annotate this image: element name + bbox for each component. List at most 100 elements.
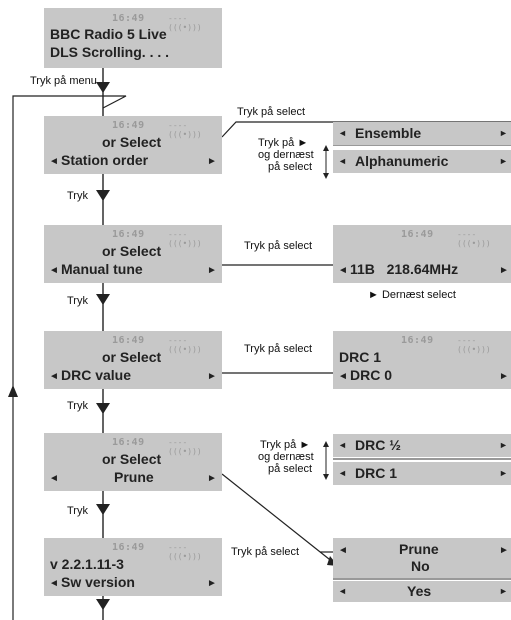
lcd-line-1: Prune [399, 541, 439, 557]
signal-icon: ---- (((•))) [168, 230, 202, 248]
down-arrow-icon [96, 190, 110, 201]
lcd-screen-manual-tune: 16:49 ---- (((•))) or Select ◄ Manual tu… [44, 225, 222, 283]
lcd-line-2: No [411, 558, 430, 574]
right-arrow-icon: ► [499, 586, 508, 596]
left-arrow-icon: ◄ [338, 545, 348, 556]
signal-icon: ---- (((•))) [168, 14, 202, 32]
option-label: Yes [407, 583, 432, 599]
left-arrow-icon: ◄ [338, 440, 347, 450]
right-arrow-icon: ► [499, 468, 508, 478]
right-arrow-icon: ► [499, 156, 508, 166]
label-press-select: Tryk på select [231, 546, 300, 558]
label-press-arrow: Tryk på ► [258, 137, 309, 149]
lcd-screen-now-playing: 16:49 ---- (((•))) BBC Radio 5 Live DLS … [44, 8, 222, 68]
label-press: Tryk [67, 400, 88, 412]
lcd-prune-confirm: ◄ Prune ► No [333, 538, 511, 578]
clock-time: 16:49 [112, 229, 145, 240]
clock-time: 16:49 [112, 120, 145, 131]
label-on-select: på select [268, 161, 313, 173]
clock-time: 16:49 [112, 13, 145, 24]
left-arrow-icon: ◄ [49, 371, 59, 382]
signal-icon: ---- (((•))) [168, 543, 202, 561]
label-press-menu: Tryk på menu [30, 75, 97, 87]
left-arrow-icon: ◄ [338, 586, 347, 596]
label-and-then: og dernæst [258, 149, 314, 161]
lcd-option-yes: ◄ Yes ► [333, 581, 511, 602]
clock-time: 16:49 [112, 335, 145, 346]
clock-time: 16:49 [401, 229, 434, 240]
lcd-drc-select: 16:49 ---- (((•))) DRC 1 ◄ DRC 0 ► [333, 331, 511, 389]
right-arrow-icon: ► [499, 440, 508, 450]
clock-time: 16:49 [112, 437, 145, 448]
lcd-line-1: or Select [102, 451, 162, 467]
down-arrow-icon [96, 294, 110, 305]
option-label: Alphanumeric [355, 153, 449, 169]
lcd-option-ensemble: ◄ Ensemble ► [333, 122, 511, 145]
signal-icon: ---- (((•))) [168, 336, 202, 354]
right-arrow-icon: ► [207, 156, 217, 167]
label-press-arrow: Tryk på ► [260, 439, 311, 451]
label-press: Tryk [67, 505, 88, 517]
left-arrow-icon: ◄ [49, 156, 59, 167]
left-arrow-icon: ◄ [338, 265, 348, 276]
right-arrow-icon: ► [499, 545, 509, 556]
signal-icon: ---- (((•))) [457, 336, 491, 354]
left-arrow-icon: ◄ [49, 265, 59, 276]
up-arrow-icon [8, 385, 18, 397]
lcd-line-1: or Select [102, 134, 162, 150]
left-arrow-icon: ◄ [49, 473, 59, 484]
right-arrow-icon: ► [207, 371, 217, 382]
option-label: Ensemble [355, 125, 422, 141]
left-arrow-icon: ◄ [338, 468, 347, 478]
signal-icon: ---- (((•))) [168, 121, 202, 139]
lcd-line-2: DRC 0 [350, 367, 393, 383]
lcd-option-drc-half: ◄ DRC ½ ► [333, 434, 511, 457]
label-on-select: på select [268, 463, 313, 475]
clock-time: 16:49 [112, 542, 145, 553]
label-press-select: Tryk på select [244, 240, 313, 252]
lcd-line-1: or Select [102, 349, 162, 365]
left-arrow-icon: ◄ [49, 578, 59, 589]
lcd-option-drc-1: ◄ DRC 1 ► [333, 462, 511, 485]
down-arrow-icon [96, 82, 110, 93]
signal-icon: ---- (((•))) [168, 438, 202, 456]
label-press: Tryk [67, 295, 88, 307]
lcd-screen-station-order: 16:49 ---- (((•))) or Select ◄ Station o… [44, 116, 222, 174]
label-press-select: Tryk på select [237, 106, 306, 118]
lcd-line-2: Prune [114, 469, 154, 485]
left-arrow-icon: ◄ [338, 156, 347, 166]
down-arrow-icon [96, 599, 110, 610]
label-and-then: og dernæst [258, 451, 314, 463]
lcd-line-2: Manual tune [61, 261, 143, 277]
down-arrow-icon [96, 504, 110, 515]
lcd-line-1: BBC Radio 5 Live [50, 26, 167, 42]
lcd-line-1: DRC 1 [339, 349, 382, 365]
clock-time: 16:49 [401, 335, 434, 346]
lcd-line-2: DLS Scrolling. . . . [50, 44, 170, 60]
right-arrow-icon: ► [207, 473, 217, 484]
frequency-value: 11B 218.64MHz [350, 261, 459, 277]
left-arrow-icon: ◄ [338, 371, 348, 382]
lcd-line-1: or Select [102, 243, 162, 259]
label-then-select: ► Dernæst select [368, 289, 456, 301]
lcd-screen-drc-value: 16:49 ---- (((•))) or Select ◄ DRC value… [44, 331, 222, 389]
down-arrow-icon [96, 403, 110, 414]
right-arrow-icon: ► [499, 128, 508, 138]
right-arrow-icon: ► [207, 578, 217, 589]
lcd-line-1: v 2.2.1.11-3 [50, 556, 124, 572]
lcd-screen-prune: 16:49 ---- (((•))) or Select ◄ Prune ► [44, 433, 222, 491]
right-arrow-icon: ► [207, 265, 217, 276]
label-press-select: Tryk på select [244, 343, 313, 355]
signal-icon: ---- (((•))) [457, 230, 491, 248]
right-arrow-icon: ► [499, 265, 509, 276]
option-label: DRC ½ [355, 437, 401, 453]
option-label: DRC 1 [355, 465, 398, 481]
lcd-line-2: DRC value [61, 367, 132, 383]
lcd-line-2: Sw version [61, 574, 135, 590]
lcd-manual-tune-frequency: 16:49 ---- (((•))) ◄ 11B 218.64MHz ► [333, 225, 511, 283]
left-arrow-icon: ◄ [338, 128, 347, 138]
label-press: Tryk [67, 190, 88, 202]
lcd-screen-sw-version: 16:49 ---- (((•))) v 2.2.1.11-3 ◄ Sw ver… [44, 538, 222, 596]
